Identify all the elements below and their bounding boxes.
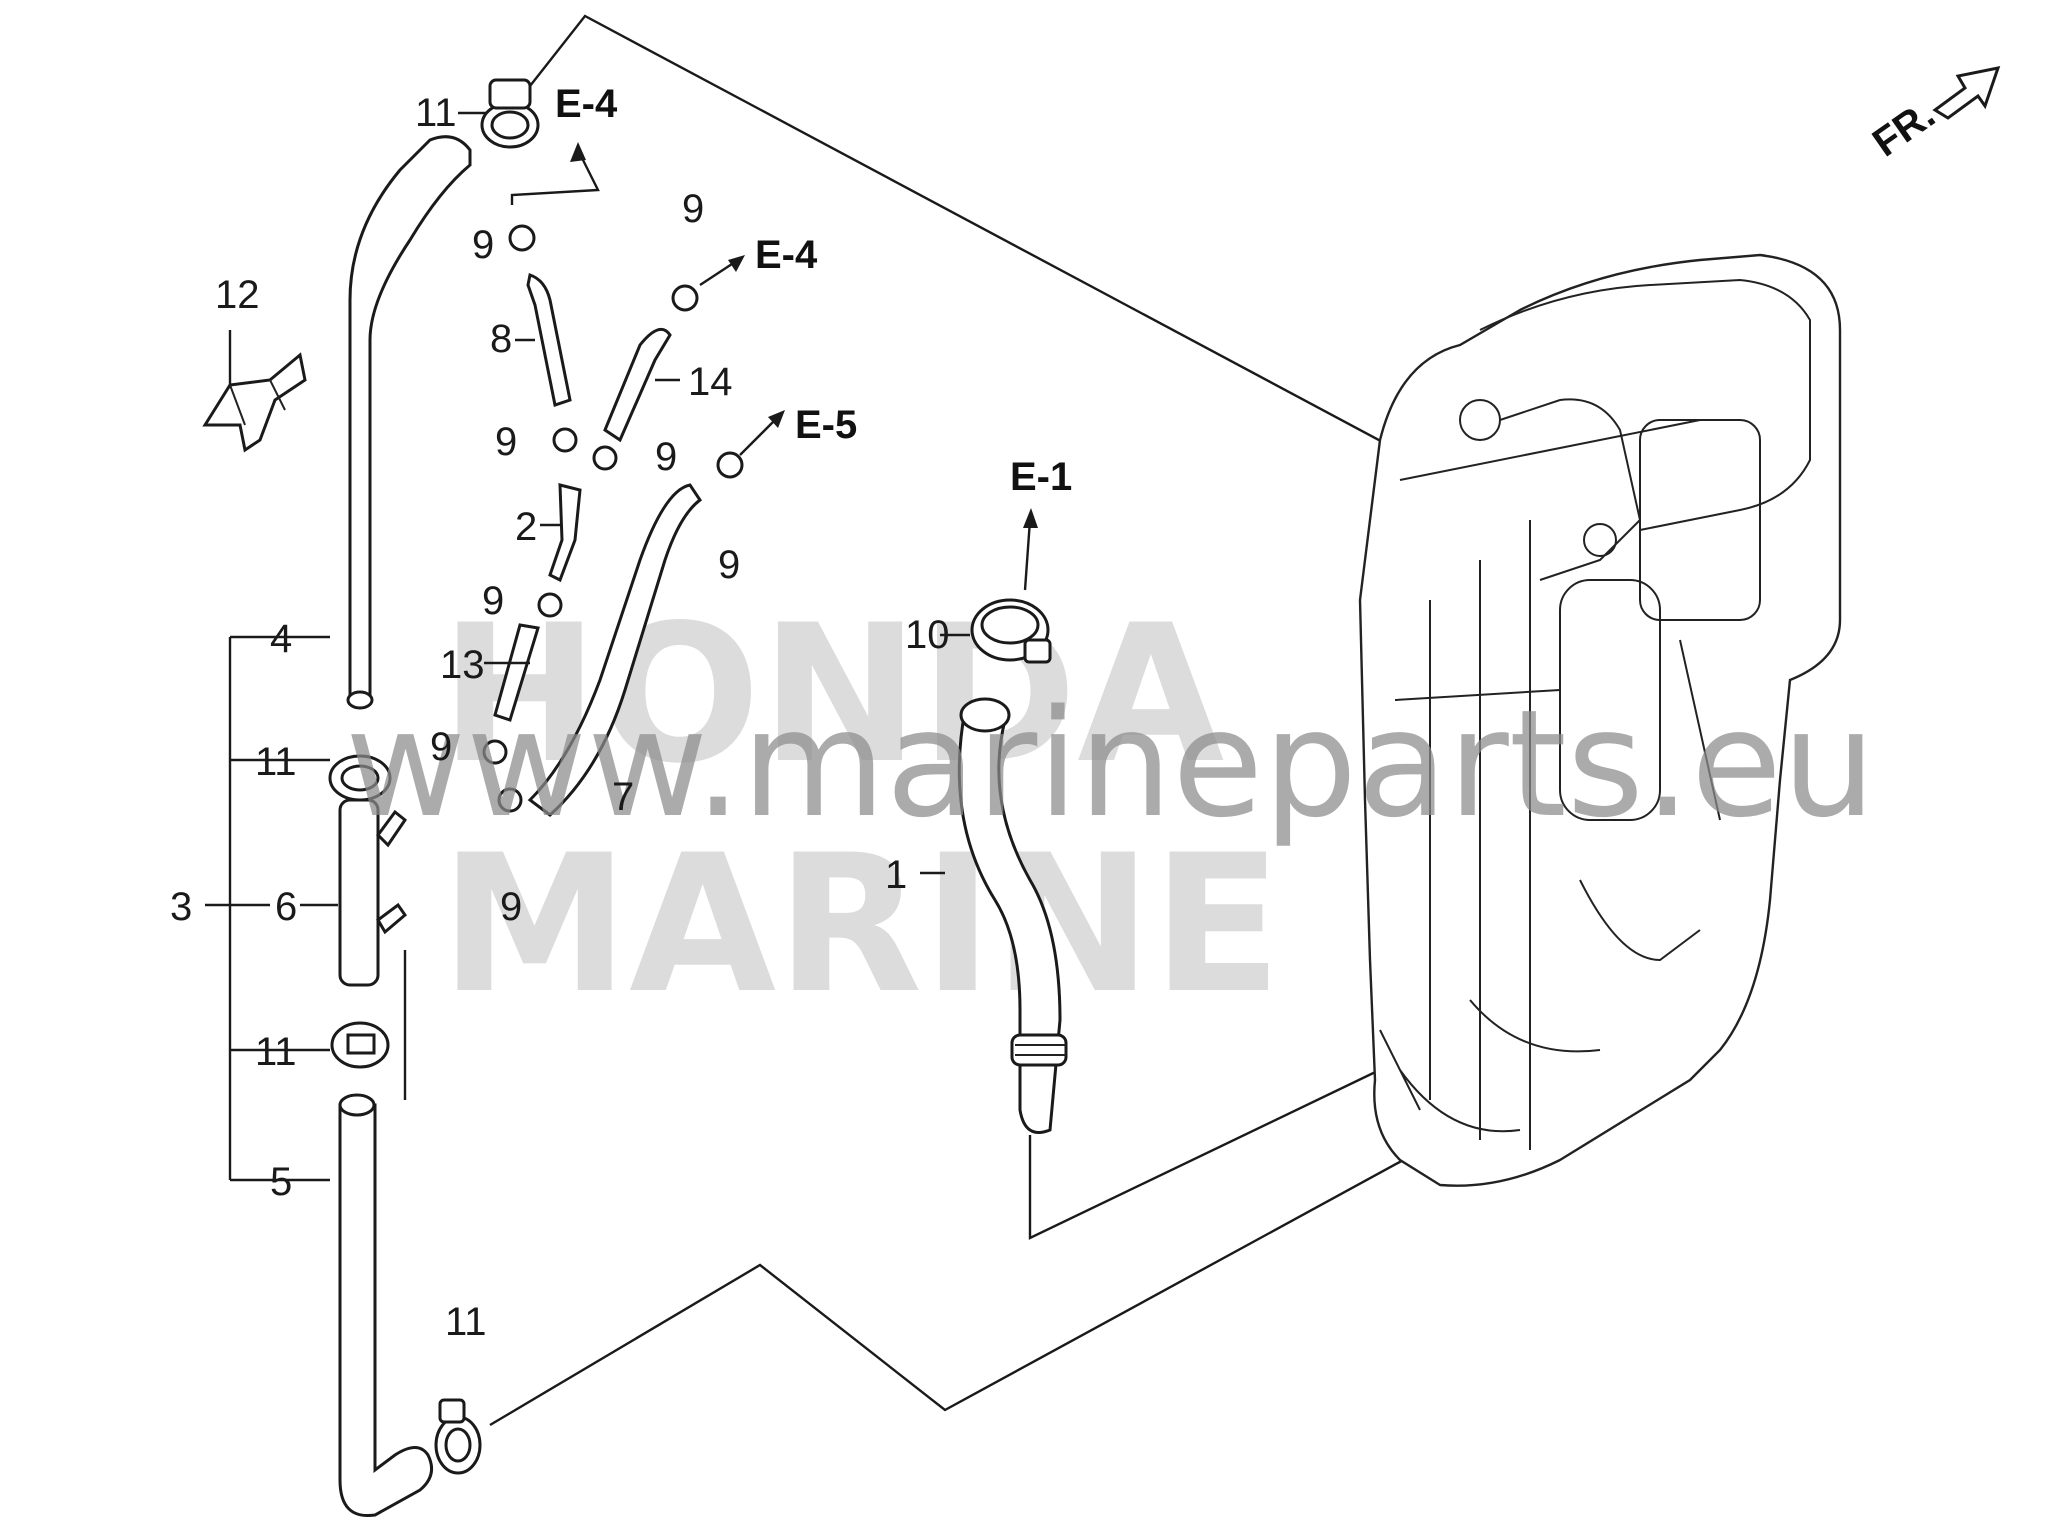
direction-marker: FR. — [1865, 66, 2001, 165]
callout-11-upper-joint: 11 — [255, 740, 297, 784]
callout-8: 8 — [490, 317, 512, 361]
ref-e4-top: E-4 — [555, 82, 618, 126]
callout-5: 5 — [270, 1160, 292, 1204]
assembly-lines — [403, 14, 1441, 1427]
callout-2: 2 — [515, 505, 537, 549]
small-clamps-9 — [482, 224, 744, 813]
watermark-url: www.marineparts.eu — [345, 678, 1876, 850]
callout-9-bottom: 9 — [500, 885, 522, 929]
callout-1: 1 — [885, 853, 907, 897]
clamp-11-bottom — [434, 1398, 482, 1475]
callout-9-mid: 9 — [482, 579, 504, 623]
callout-3: 3 — [170, 885, 192, 929]
ref-e5: E-5 — [795, 403, 857, 447]
callout-9-e4: 9 — [682, 187, 704, 231]
engine-block — [1358, 253, 1842, 1187]
arrow-front-icon — [1932, 66, 2001, 120]
small-hoses — [493, 273, 703, 817]
hose-1 — [957, 697, 1068, 1134]
bracket-12 — [202, 352, 307, 453]
clamp-10 — [970, 598, 1052, 664]
ref-e4-mid: E-4 — [755, 233, 818, 277]
callout-9-right: 9 — [655, 435, 677, 479]
callout-6: 6 — [275, 885, 297, 929]
callout-12: 12 — [215, 273, 260, 317]
callout-leaders — [205, 111, 970, 1182]
callout-11-bottom: 11 — [445, 1300, 487, 1344]
ref-e1: E-1 — [1010, 455, 1072, 499]
callout-10: 10 — [905, 613, 950, 657]
callout-14: 14 — [688, 360, 733, 404]
callout-4: 4 — [270, 617, 292, 661]
clamp-11-top — [480, 78, 540, 149]
callout-13: 13 — [440, 643, 485, 687]
joint-6 — [328, 754, 408, 1069]
hose-4 — [346, 135, 472, 710]
reference-labels: E-4 E-4 E-5 E-1 — [555, 82, 1072, 499]
callout-11-lower-joint: 11 — [255, 1030, 297, 1074]
watermark-brand-line2: MARINE — [440, 814, 1282, 1035]
callout-11-top: 11 — [415, 91, 457, 135]
callout-9-low: 9 — [430, 725, 452, 769]
part-callouts: 11 12 9 8 9 14 9 9 9 2 9 13 9 9 7 4 11 3… — [170, 91, 950, 1344]
hose-5 — [338, 1093, 434, 1518]
callout-9-left: 9 — [495, 420, 517, 464]
callout-9-top: 9 — [472, 223, 494, 267]
reference-arrows — [510, 142, 1038, 591]
callout-9-e5: 9 — [718, 543, 740, 587]
callout-7: 7 — [612, 775, 634, 819]
front-label: FR. — [1865, 92, 1943, 165]
